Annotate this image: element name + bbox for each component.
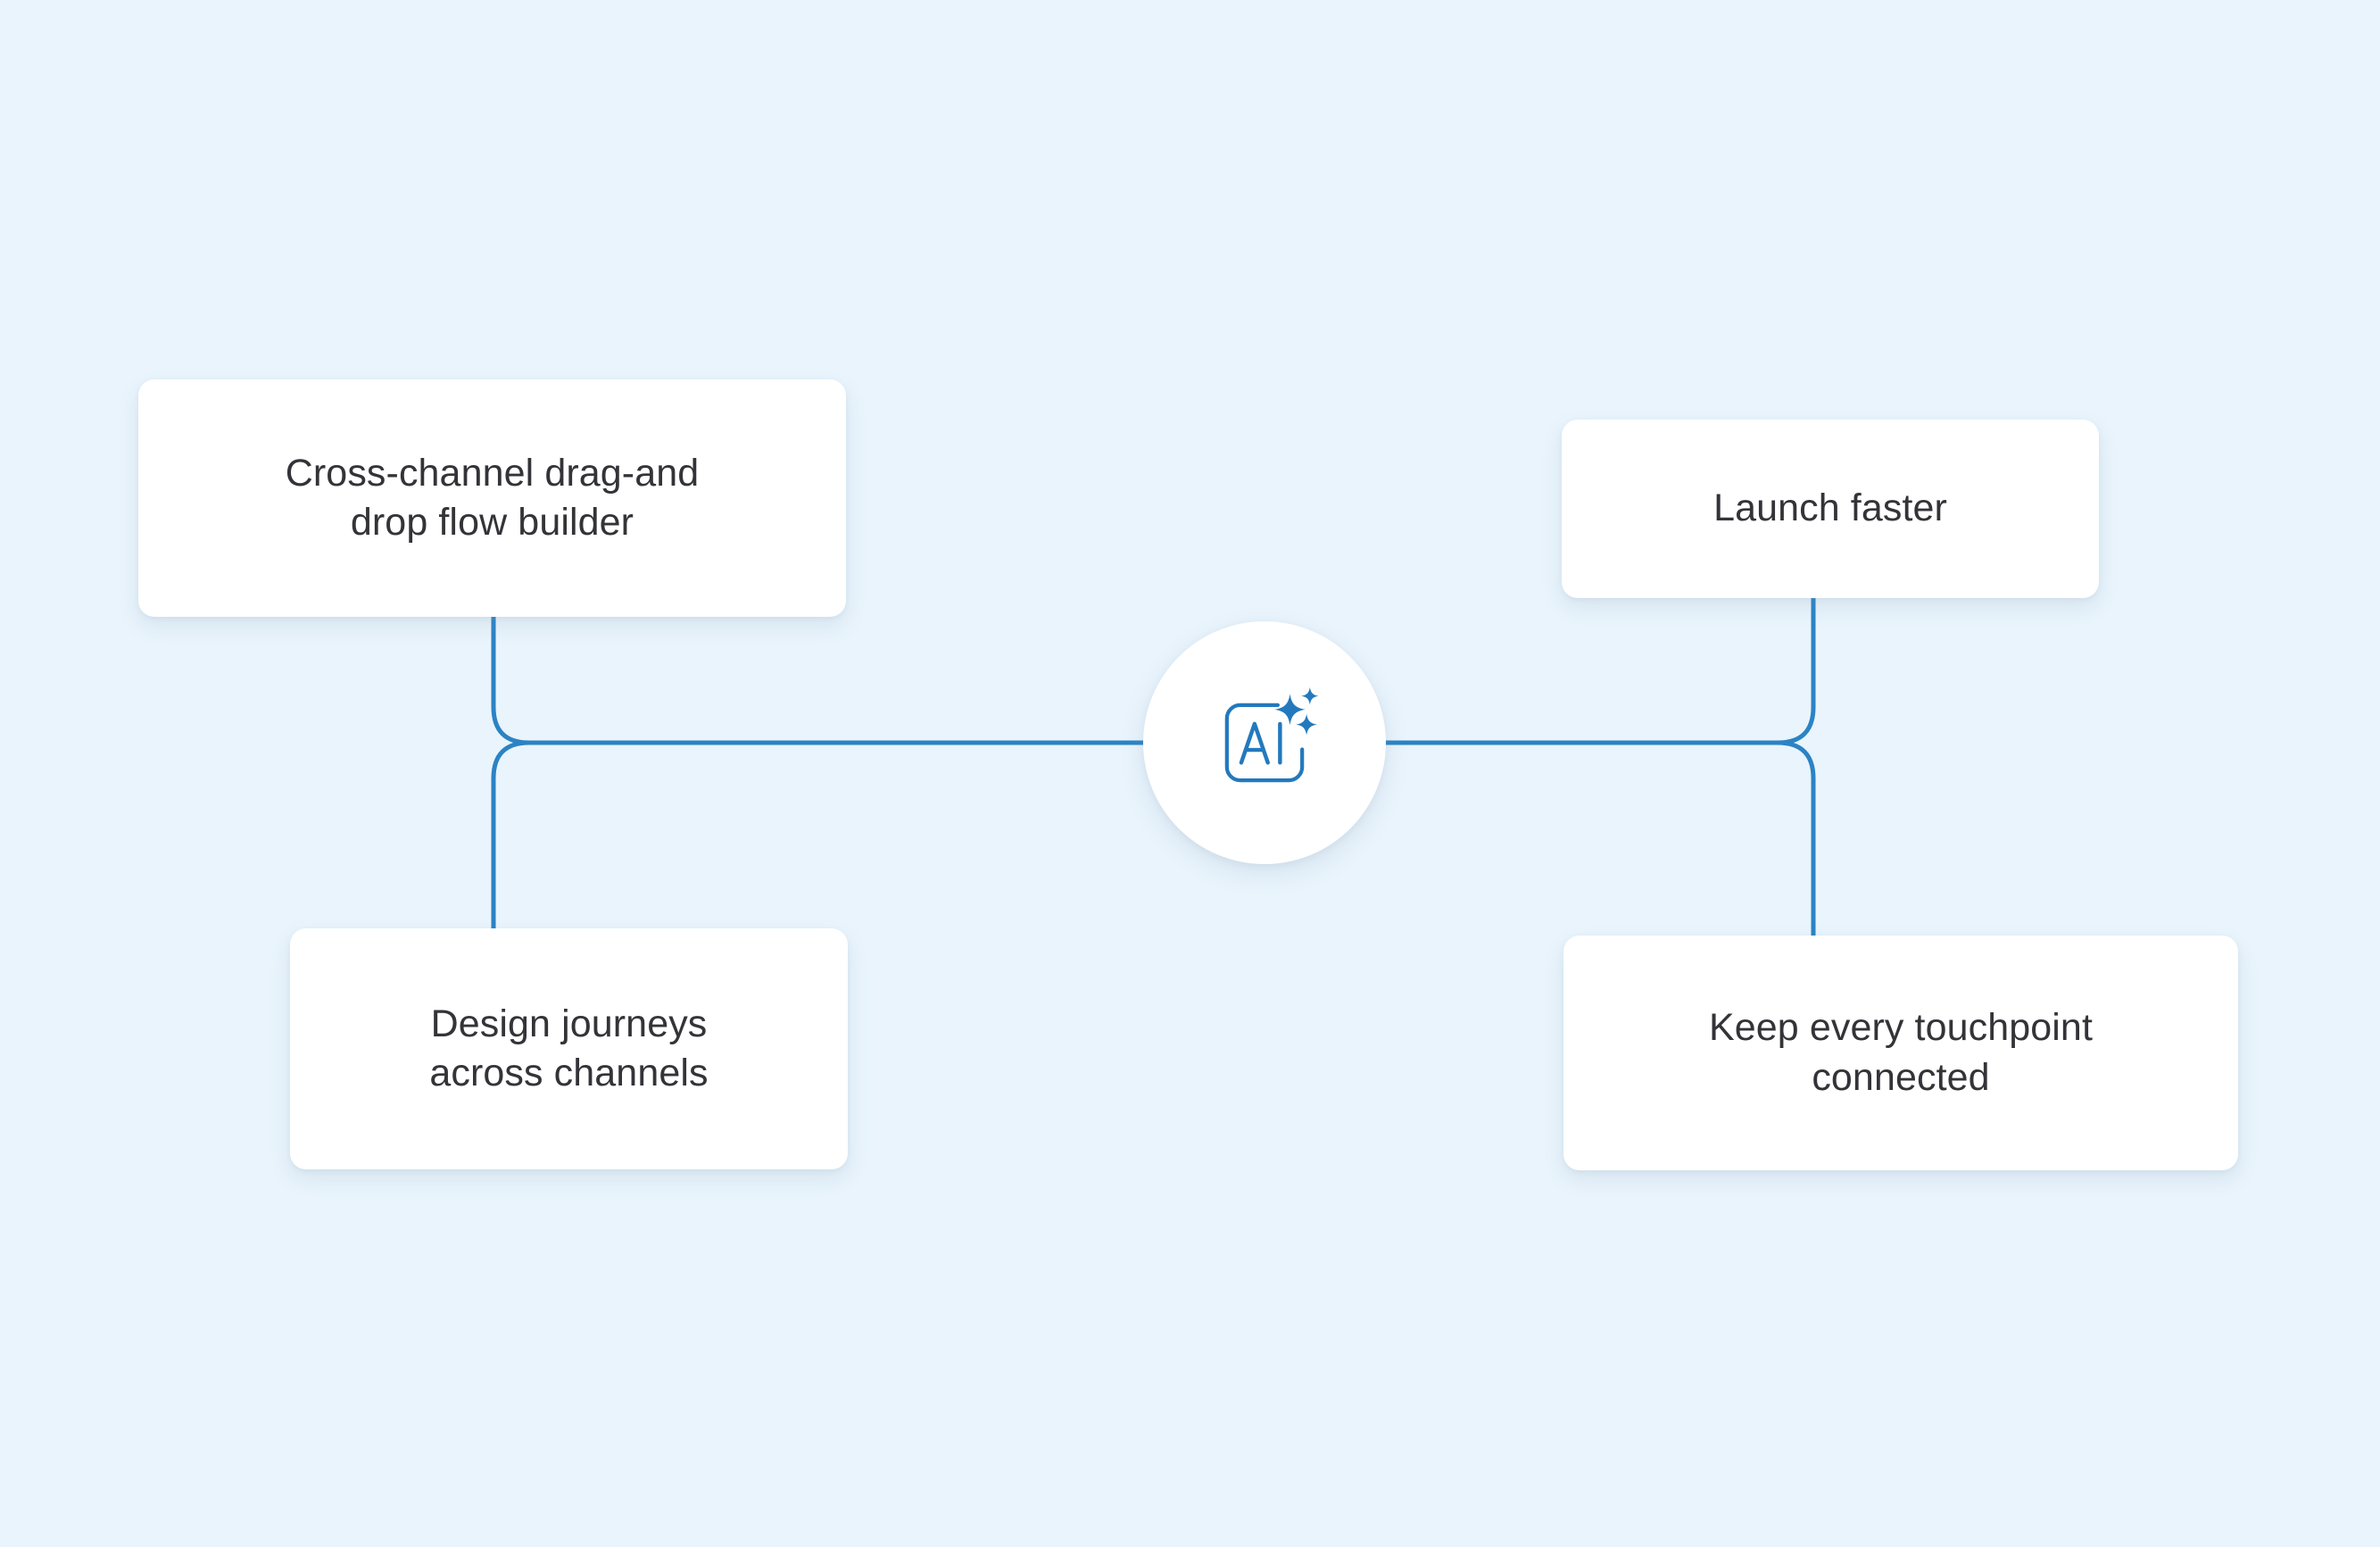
connector-top-right — [1383, 595, 1816, 745]
hub-node[interactable] — [1143, 621, 1386, 864]
connector-bottom-left — [491, 740, 1146, 931]
node-card-bottom-right[interactable]: Keep every touchpoint connected — [1563, 936, 2238, 1170]
node-card-bottom-left[interactable]: Design journeys across channels — [290, 928, 848, 1169]
node-card-top-left[interactable]: Cross-channel drag-and drop flow builder — [138, 379, 846, 617]
ai-sparkle-icon — [1224, 687, 1319, 783]
node-label: Launch faster — [1713, 487, 1947, 530]
sparkle-group — [1274, 687, 1319, 736]
node-label: Keep every touchpoint connected — [1708, 1006, 2093, 1099]
connector-bottom-right — [1383, 740, 1816, 938]
node-label: Design journeys across channels — [429, 1002, 709, 1094]
connector-top-left — [491, 613, 1146, 745]
node-card-top-right[interactable]: Launch faster — [1562, 420, 2099, 598]
node-label: Cross-channel drag-and drop flow builder — [285, 451, 700, 544]
